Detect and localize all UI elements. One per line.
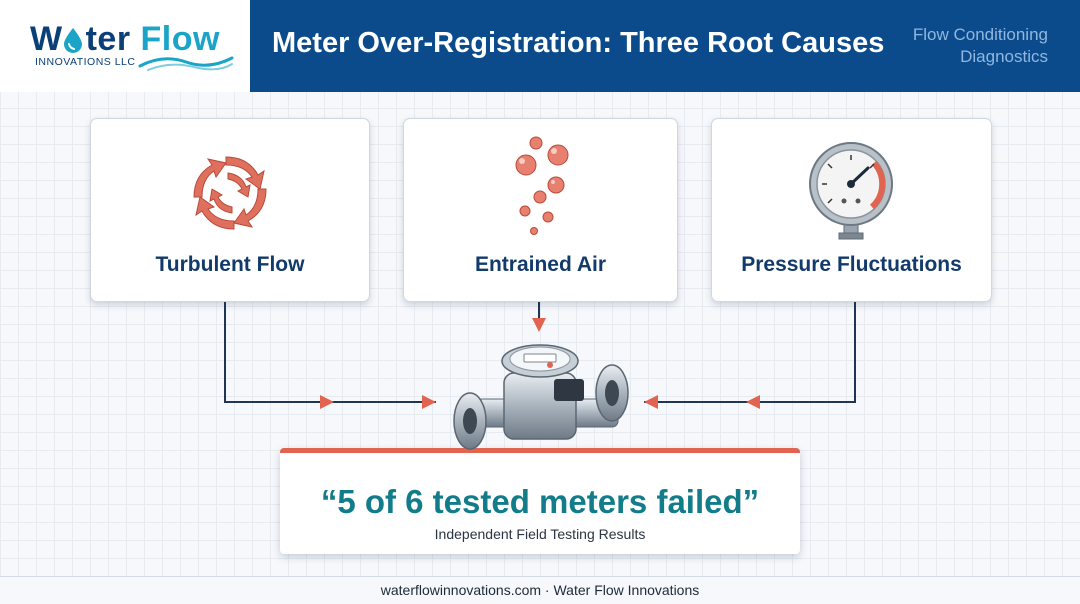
pressure-gauge-icon [809, 142, 893, 240]
water-meter-icon [453, 344, 629, 450]
page-title: Meter Over-Registration: Three Root Caus… [272, 27, 885, 59]
arrowhead-turbulent-2 [422, 395, 436, 409]
cause-label-entrained-air: Entrained Air [474, 253, 607, 276]
subtitle-line-2: Diagnostics [960, 47, 1048, 66]
cause-card-entrained-air[interactable]: Entrained Air [403, 118, 678, 302]
cause-card-pressure-fluctuations[interactable]: Pressure Fluctuations [711, 118, 992, 302]
result-panel: “5 of 6 tested meters failed” Independen… [280, 448, 800, 554]
connector-turbulent [224, 300, 436, 403]
arrowhead-turbulent-1 [320, 395, 334, 409]
logo-tagline: INNOVATIONS LLC [35, 56, 136, 68]
result-caption: Independent Field Testing Results [434, 526, 646, 542]
result-quote: “5 of 6 tested meters failed” [320, 483, 760, 520]
cause-label-turbulent-flow: Turbulent Flow [155, 253, 305, 276]
bubbles-icon [515, 136, 569, 235]
arrowhead-entrained [532, 318, 546, 332]
header-subtitle: Flow Conditioning Diagnostics [913, 24, 1048, 68]
swirl-arrows-icon [193, 156, 267, 230]
wave-swoosh-icon [138, 56, 234, 71]
arrowhead-pressure-1 [746, 395, 760, 409]
subtitle-line-1: Flow Conditioning [912, 25, 1048, 44]
cause-label-pressure-fluctuations: Pressure Fluctuations [741, 253, 962, 276]
arrowhead-pressure-2 [644, 395, 658, 409]
footer-bar [0, 576, 1080, 604]
water-drop-icon [64, 28, 82, 53]
footer-text[interactable]: waterflowinnovations.com · Water Flow In… [380, 582, 700, 598]
cause-card-turbulent-flow[interactable]: Turbulent Flow [90, 118, 370, 302]
connector-pressure [644, 300, 856, 403]
